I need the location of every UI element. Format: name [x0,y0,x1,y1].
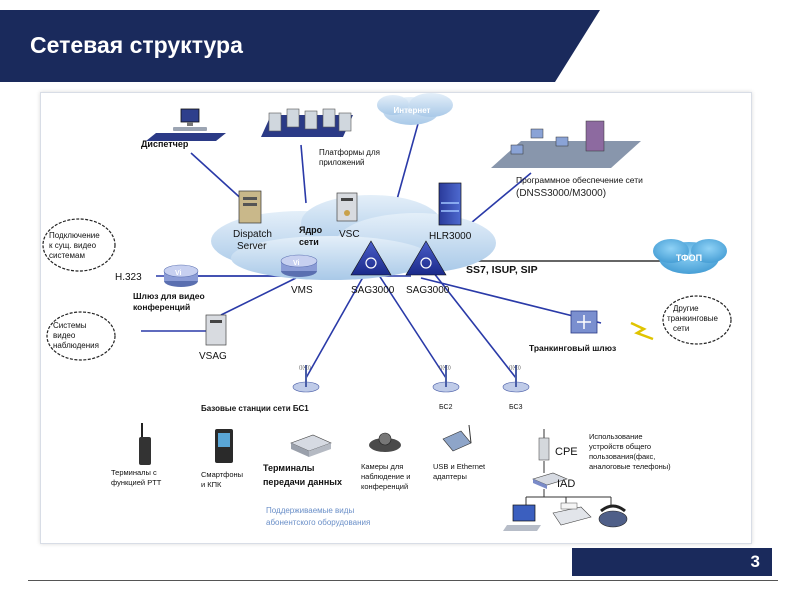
usb-adapter-icon [442,424,472,452]
phone-icon [598,504,628,528]
iad-device-icon [532,472,568,489]
bs2-label: БС2 [439,404,453,411]
app-platforms-icon [261,108,353,137]
hlr-server-icon [438,182,462,226]
svg-text:(((•))): (((•))) [299,365,311,371]
dispatcher-label: Диспетчер [141,139,189,149]
sag-2-label: SAG3000 [406,285,450,296]
video-gateway-icon: Vi [163,264,199,287]
software-model-label: (DNSS3000/M3000) [516,188,606,199]
base-station-2-icon: (((•))) [432,365,460,393]
vms-router-icon: Vi [280,254,318,277]
vsc-server-icon [336,192,358,222]
page-title: Сетевая структура [30,32,243,58]
trunk-gateway-label: Транкинговый шлюз [529,343,616,353]
tfop-cloud [653,239,727,274]
sag-2-icon [405,240,447,276]
hlr-label: HLR3000 [429,231,472,242]
base-station-1-icon: (((•))) [292,365,320,393]
internet-label: Интернет [394,106,431,115]
camera-icon [369,432,401,452]
svg-text:(((•))): (((•))) [509,365,521,371]
vsag-server-icon [205,314,227,346]
vms-label: VMS [291,285,313,296]
dispatch-server-icon [238,190,262,224]
svg-text:Vi: Vi [175,270,182,277]
network-software-icon [491,120,641,168]
h323-label: H.323 [115,272,142,283]
software-label: Программное обеспечение сети [516,175,643,185]
cpe-label: CPE [555,446,578,458]
bs3-label: БС3 [509,404,523,411]
page-number: 3 [750,552,760,571]
footer-page-bar: 3 [572,548,772,576]
vsc-label: VSC [339,229,360,240]
sag-1-icon [350,240,392,276]
banner-shape [0,10,600,82]
other-trunk-bubble [662,295,732,345]
title-banner [0,0,800,90]
cpe-device-icon [538,429,550,461]
desktop-pc-icon [503,504,541,531]
protocols-label: SS7, ISUP, SIP [466,264,538,276]
trunk-gateway-icon [570,310,598,334]
iad-label: IAD [557,478,575,490]
fax-icon [552,502,592,526]
svg-text:(((•))): (((•))) [439,365,451,371]
internet-cloud [377,93,453,125]
smartphone-icon [215,429,233,463]
dispatcher-pc-icon [146,108,226,141]
surveillance-bubble [46,311,116,361]
data-terminal-icon [290,434,332,457]
svg-text:Vi: Vi [293,260,300,267]
footer-divider [28,580,778,581]
ptt-radio-icon [139,423,151,465]
base-station-3-icon: (((•))) [502,365,530,393]
tfop-label: ТФОП [676,253,702,263]
video-connect-bubble [42,218,116,272]
lightning-icon [630,321,654,341]
sag-1-label: SAG3000 [351,285,395,296]
bs1-label: Базовые станции сети БС1 [201,404,309,413]
vsag-label: VSAG [199,351,227,362]
